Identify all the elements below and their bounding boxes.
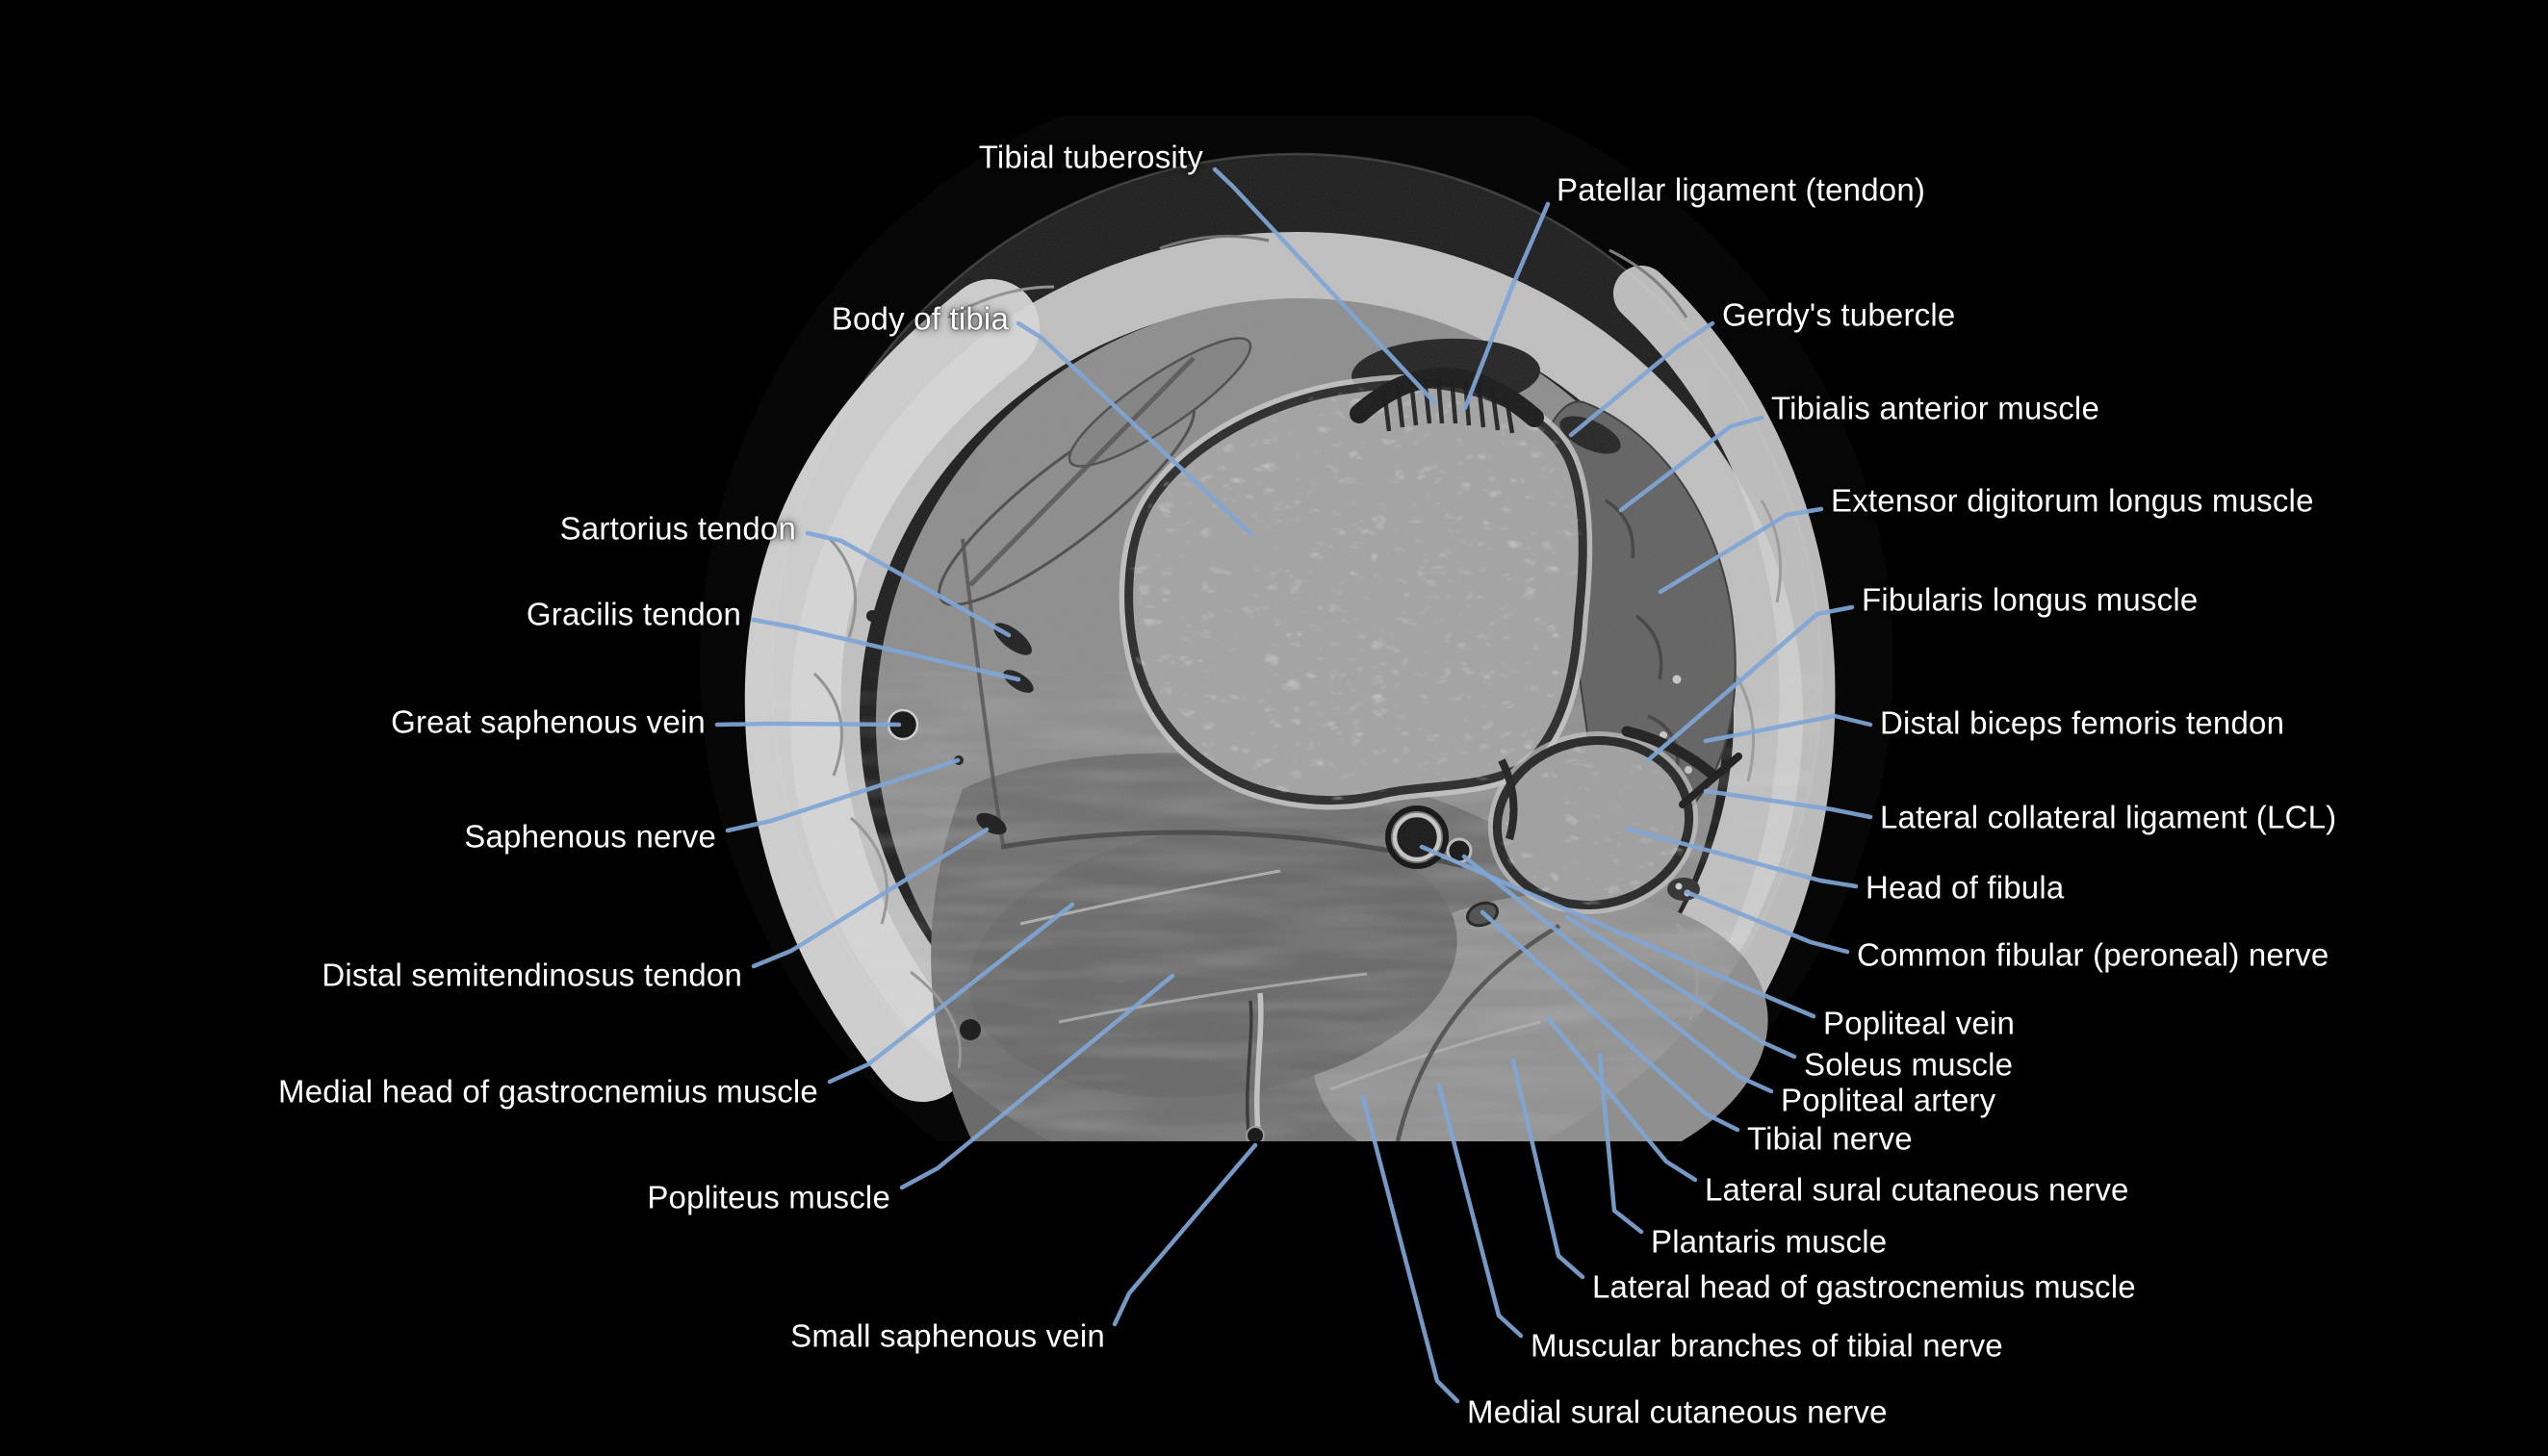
anatomy-label-distal-biceps-femoris: Distal biceps femoris tendon bbox=[1880, 704, 2285, 741]
fat-septa bbox=[1609, 248, 1688, 319]
leader-line-soleus-muscle bbox=[1564, 914, 1797, 1060]
leader-line-lateral-sural-cutaneous-nerve bbox=[1545, 1015, 1698, 1183]
anatomy-label-extensor-digitorum-longus: Extensor digitorum longus muscle bbox=[1831, 482, 2314, 519]
mri-grain bbox=[772, 154, 1821, 1141]
anatomy-label-medial-sural-cutaneous-nerve: Medial sural cutaneous nerve bbox=[1467, 1393, 1888, 1430]
leader-line-popliteal-artery bbox=[1461, 854, 1774, 1094]
anatomy-label-popliteal-vein: Popliteal vein bbox=[1823, 1005, 2016, 1041]
leader-line-small-saphenous-vein bbox=[1112, 1142, 1258, 1327]
leader-lines bbox=[714, 166, 1873, 1404]
leader-line-sartorius-tendon bbox=[805, 530, 1012, 638]
leader-line-saphenous-nerve bbox=[725, 757, 961, 833]
leader-line-popliteal-vein bbox=[1419, 844, 1816, 1019]
anatomy-label-distal-semitendinosus-tendon: Distal semitendinosus tendon bbox=[322, 957, 742, 993]
leader-line-gracilis-tendon bbox=[750, 617, 1021, 682]
anatomy-label-fibularis-longus: Fibularis longus muscle bbox=[1862, 581, 2199, 618]
leader-line-extensor-digitorum-longus bbox=[1658, 506, 1824, 595]
anatomy-label-popliteus-muscle: Popliteus muscle bbox=[647, 1179, 890, 1215]
leader-line-body-of-tibia bbox=[1016, 320, 1254, 537]
leader-line-distal-semitendinosus-tendon bbox=[751, 827, 990, 969]
leader-line-tibial-nerve bbox=[1480, 909, 1740, 1133]
anatomy-label-small-saphenous-vein: Small saphenous vein bbox=[790, 1317, 1105, 1354]
leader-line-lateral-collateral-ligament bbox=[1703, 788, 1873, 820]
anatomy-label-tibial-nerve: Tibial nerve bbox=[1747, 1120, 1913, 1157]
leader-line-great-saphenous-vein bbox=[714, 721, 902, 728]
leader-line-common-fibular-nerve bbox=[1684, 889, 1850, 955]
leader-line-gerdys-tubercle bbox=[1568, 320, 1715, 438]
leader-line-tibial-tuberosity bbox=[1212, 166, 1437, 405]
anatomy-label-lateral-collateral-ligament: Lateral collateral ligament (LCL) bbox=[1880, 799, 2337, 835]
anatomy-label-patellar-ligament: Patellar ligament (tendon) bbox=[1557, 171, 1926, 208]
anatomy-label-gerdys-tubercle: Gerdy's tubercle bbox=[1722, 296, 1956, 333]
anatomy-label-lateral-head-gastrocnemius: Lateral head of gastrocnemius muscle bbox=[1592, 1268, 2136, 1305]
anatomy-label-lateral-sural-cutaneous-nerve: Lateral sural cutaneous nerve bbox=[1705, 1171, 2129, 1208]
anatomy-label-body-of-tibia: Body of tibia bbox=[831, 300, 1009, 337]
leader-line-muscular-branches-tibial-nerve bbox=[1436, 1083, 1524, 1339]
leader-line-medial-head-gastrocnemius bbox=[827, 902, 1075, 1085]
anatomy-label-head-of-fibula: Head of fibula bbox=[1866, 869, 2065, 906]
anatomy-label-plantaris-muscle: Plantaris muscle bbox=[1651, 1223, 1888, 1260]
anatomy-label-popliteal-artery: Popliteal artery bbox=[1781, 1082, 1996, 1118]
anatomy-label-soleus-muscle: Soleus muscle bbox=[1804, 1046, 2014, 1083]
anatomy-label-gracilis-tendon: Gracilis tendon bbox=[526, 596, 741, 632]
anatomy-label-tibial-tuberosity: Tibial tuberosity bbox=[978, 139, 1203, 175]
leader-line-medial-sural-cutaneous-nerve bbox=[1360, 1094, 1460, 1404]
anatomy-label-saphenous-nerve: Saphenous nerve bbox=[464, 818, 716, 855]
leader-line-head-of-fibula bbox=[1624, 826, 1859, 889]
anatomy-label-great-saphenous-vein: Great saphenous vein bbox=[391, 703, 706, 740]
anatomy-label-muscular-branches-tibial-nerve: Muscular branches of tibial nerve bbox=[1531, 1327, 2003, 1364]
leader-line-fibularis-longus bbox=[1645, 604, 1855, 763]
leader-line-popliteus-muscle bbox=[899, 973, 1175, 1190]
anatomy-label-tibialis-anterior: Tibialis anterior muscle bbox=[1771, 390, 2100, 426]
leader-line-patellar-ligament bbox=[1462, 201, 1551, 411]
mri-cross-section bbox=[700, 115, 1893, 1141]
leader-line-distal-biceps-femoris bbox=[1703, 713, 1873, 744]
leader-line-lateral-head-gastrocnemius bbox=[1510, 1058, 1585, 1280]
leader-line-tibialis-anterior bbox=[1618, 415, 1764, 513]
anatomy-label-sartorius-tendon: Sartorius tendon bbox=[559, 510, 796, 547]
leader-line-plantaris-muscle bbox=[1597, 1052, 1644, 1235]
anatomy-label-medial-head-gastrocnemius: Medial head of gastrocnemius muscle bbox=[278, 1073, 818, 1110]
anatomy-label-common-fibular-nerve: Common fibular (peroneal) nerve bbox=[1857, 936, 2329, 973]
